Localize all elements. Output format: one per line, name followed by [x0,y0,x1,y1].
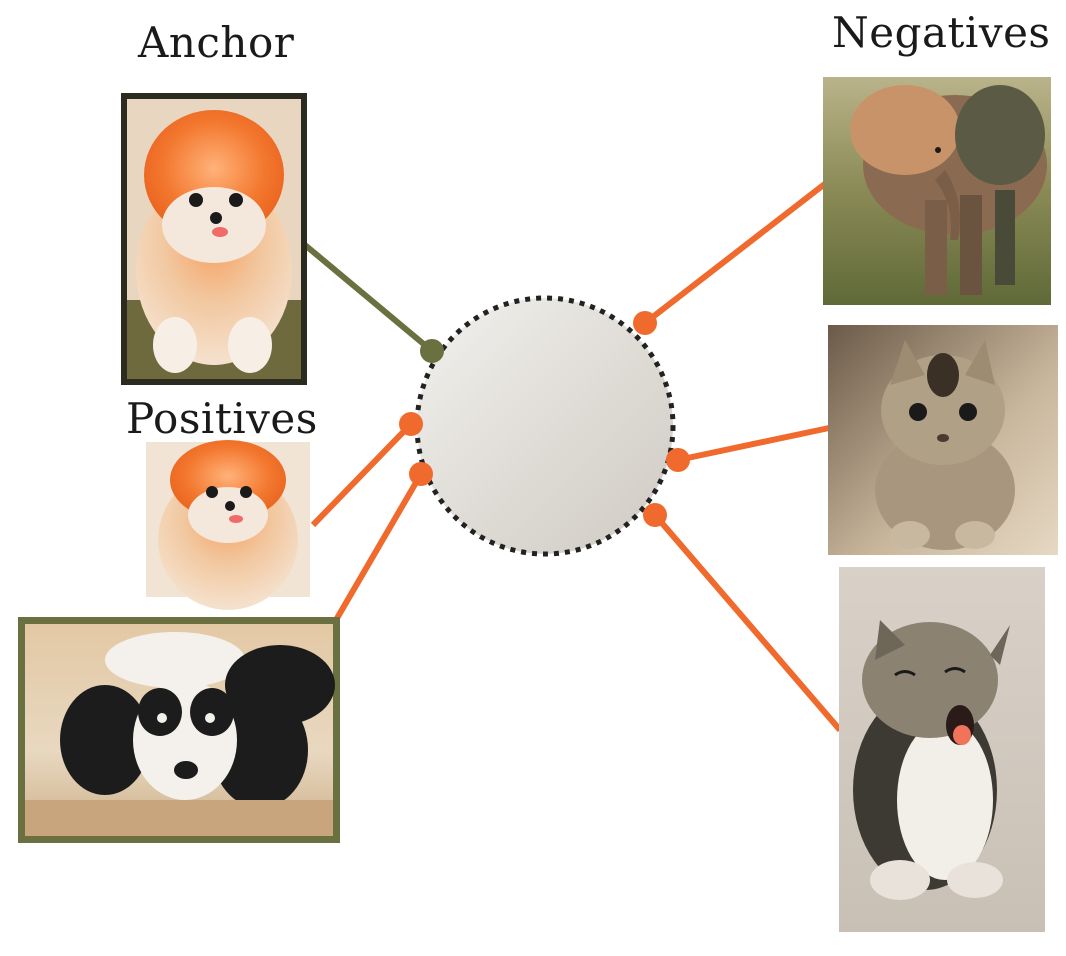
negative-dot-2 [666,448,690,472]
negative-dot-3 [643,503,667,527]
positive-link-2 [333,472,424,622]
negative-link-3 [652,513,843,732]
anchor-dot [420,339,444,363]
negatives-label: Negatives [832,8,1051,57]
positive-link-1 [310,421,414,528]
positive-dot-2 [409,462,433,486]
negative-dot-1 [633,311,657,335]
positive-dot-1 [399,412,423,436]
negative-link-2 [677,425,830,463]
negative-image-2 [828,325,1058,555]
negative-image-1 [823,77,1051,305]
embedding-space-circle [414,295,676,557]
positive-image-1 [146,440,310,610]
anchor-label: Anchor [138,18,295,67]
anchor-link [303,242,434,354]
anchor-image [121,93,307,385]
positive-image-2 [18,617,340,843]
negative-image-3 [839,567,1045,932]
positives-label: Positives [126,394,318,443]
negative-link-1 [643,180,828,326]
